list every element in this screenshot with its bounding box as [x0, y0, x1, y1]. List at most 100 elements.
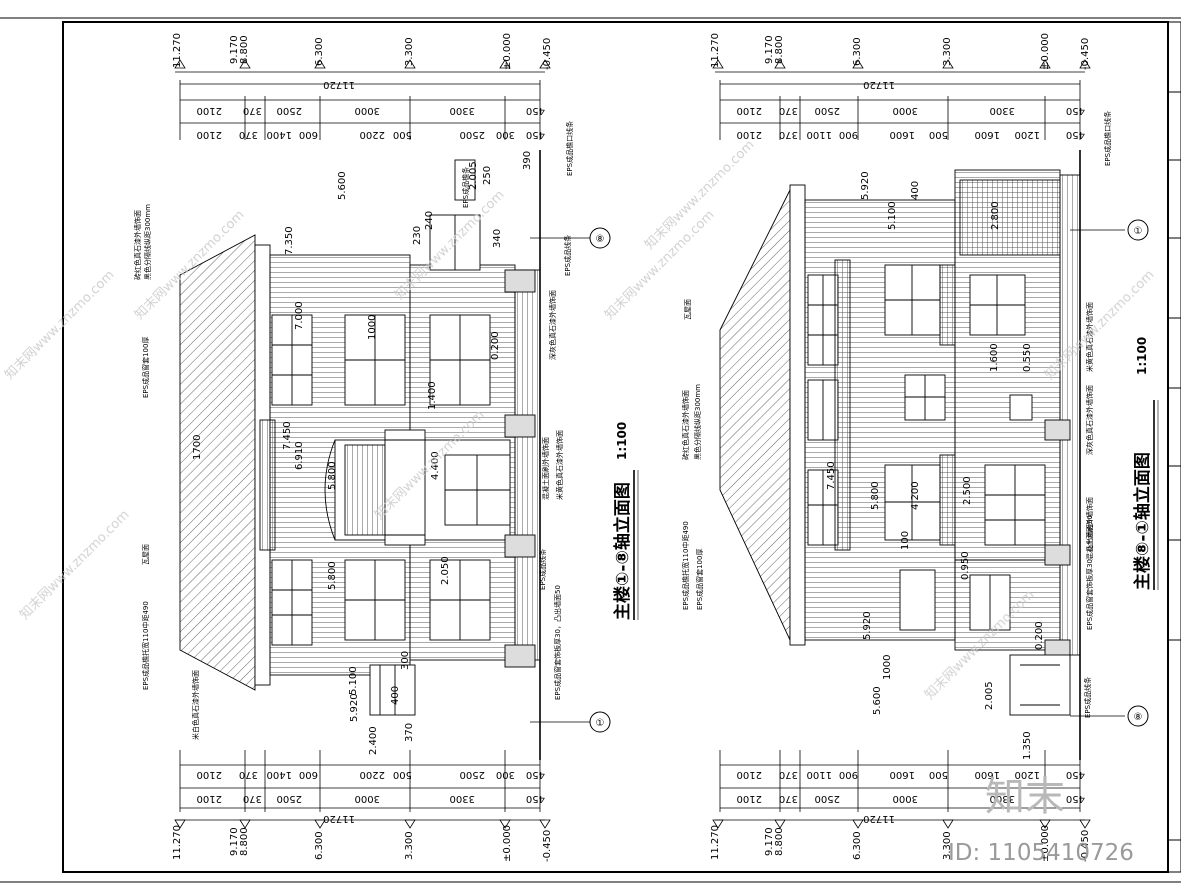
right-axis-top-label: ①	[1134, 226, 1143, 237]
svg-text:4.200: 4.200	[910, 481, 921, 510]
svg-text:2.005: 2.005	[468, 161, 479, 190]
right-title-text: 主楼⑧-①轴立面图	[1132, 452, 1153, 590]
svg-text:400: 400	[910, 181, 921, 200]
svg-text:390: 390	[522, 151, 533, 170]
svg-text:450: 450	[1066, 129, 1085, 140]
svg-text:EPS成品檐托宽110中距490: EPS成品檐托宽110中距490	[681, 521, 690, 610]
left-axis-top-label: ⑧	[596, 234, 605, 245]
right-overall-height-bottom: 11720	[863, 813, 895, 824]
svg-text:±0.000: ±0.000	[502, 825, 513, 862]
svg-text:黑色分隔线纵距300mm: 黑色分隔线纵距300mm	[693, 384, 702, 460]
svg-text:1600: 1600	[890, 129, 915, 140]
level-8800: 8.800	[239, 35, 250, 64]
svg-text:500: 500	[929, 129, 948, 140]
right-spot-dimensions: 5.920 5.100 5.800 4.200 7.450 2.800 2.50…	[826, 171, 1045, 760]
svg-text:450: 450	[1066, 105, 1085, 116]
svg-text:370: 370	[404, 723, 415, 742]
svg-text:100: 100	[900, 531, 911, 550]
svg-text:11.270: 11.270	[710, 825, 721, 860]
left-dimension-lines-top	[179, 80, 541, 140]
right-axis-bottom-label: ⑧	[1134, 712, 1143, 723]
left-scale-text: 1:100	[615, 422, 629, 460]
svg-text:2.050: 2.050	[440, 556, 451, 585]
svg-text:1100: 1100	[807, 769, 832, 780]
svg-text:EPS成品窗套饰板厚30，凸出墙面50: EPS成品窗套饰板厚30，凸出墙面50	[1085, 515, 1094, 630]
svg-text:0.950: 0.950	[960, 551, 971, 580]
right-storey-dims-bottom: 2100 370 2500 3000 3300 450	[737, 793, 1085, 804]
svg-text:5.800: 5.800	[327, 561, 338, 590]
svg-text:230: 230	[412, 226, 423, 245]
svg-text:1000: 1000	[367, 315, 378, 340]
svg-text:米黄色真石漆外墙饰面: 米黄色真石漆外墙饰面	[555, 430, 564, 500]
svg-text:900: 900	[839, 769, 858, 780]
svg-text:370: 370	[243, 105, 262, 116]
level-0000: ±0.000	[502, 33, 513, 70]
left-drawing-title: 主楼①-⑧轴立面图 1:100	[612, 422, 639, 620]
left-overall-height-bottom: 11720	[323, 813, 355, 824]
svg-text:1700: 1700	[192, 435, 203, 460]
svg-text:300: 300	[496, 129, 515, 140]
svg-text:砖红色真石漆外墙饰面: 砖红色真石漆外墙饰面	[681, 390, 690, 460]
svg-text:深灰色真石漆外墙饰面: 深灰色真石漆外墙饰面	[548, 290, 557, 360]
left-title-text: 主楼①-⑧轴立面图	[612, 482, 633, 620]
svg-text:1400: 1400	[267, 769, 292, 780]
svg-text:5.600: 5.600	[337, 171, 348, 200]
svg-text:250: 250	[482, 166, 493, 185]
svg-text:混凝土面刷外墙饰面: 混凝土面刷外墙饰面	[541, 437, 550, 500]
right-level-labels-bottom: 11.270 9.170 8.800 6.300 3.300 ±0.000 -0…	[710, 825, 1091, 862]
svg-text:2100: 2100	[197, 105, 222, 116]
svg-text:2500: 2500	[277, 105, 302, 116]
svg-text:1200: 1200	[1015, 769, 1040, 780]
svg-text:3000: 3000	[893, 793, 918, 804]
right-detail-dims-bottom: 2100 370 1100 900 1600 500 1600 1200 450	[737, 769, 1085, 780]
level-neg0450: -0.450	[542, 38, 553, 70]
svg-text:5.800: 5.800	[327, 461, 338, 490]
right-detail-dims-top: 2100 370 1100 900 1600 500 1600 1200 450	[737, 129, 1085, 140]
svg-text:370: 370	[239, 129, 258, 140]
svg-text:±0.000: ±0.000	[1040, 825, 1051, 862]
svg-text:EPS成品线条: EPS成品线条	[538, 549, 547, 590]
svg-text:370: 370	[779, 793, 798, 804]
svg-text:300: 300	[400, 651, 411, 670]
svg-text:500: 500	[393, 129, 412, 140]
svg-text:900: 900	[839, 129, 858, 140]
svg-text:混凝土面刷外墙饰面: 混凝土面刷外墙饰面	[1085, 497, 1094, 560]
left-dimension-lines-bottom	[174, 750, 551, 829]
svg-text:8.800: 8.800	[774, 827, 785, 856]
svg-text:EPS成品线条: EPS成品线条	[1083, 677, 1092, 718]
svg-text:370: 370	[239, 769, 258, 780]
svg-text:3300: 3300	[990, 793, 1015, 804]
svg-text:2100: 2100	[197, 769, 222, 780]
svg-text:2.400: 2.400	[368, 726, 379, 755]
level-11270: 11.270	[172, 33, 183, 68]
svg-text:8.800: 8.800	[239, 827, 250, 856]
svg-text:340: 340	[492, 229, 503, 248]
svg-text:2100: 2100	[737, 769, 762, 780]
left-roof	[179, 234, 256, 691]
left-level-labels-top: 11.270 9.170 8.800 6.300 3.300 ±0.000 -0…	[172, 33, 553, 70]
right-dimension-lines-bottom	[712, 750, 1091, 829]
svg-text:450: 450	[526, 129, 545, 140]
svg-text:2500: 2500	[815, 793, 840, 804]
left-detail-dims-bottom: 2100 370 1400 600 2200 500 2500 300 450	[197, 769, 545, 780]
svg-text:3300: 3300	[990, 105, 1015, 116]
left-axis-bottom-label: ①	[596, 718, 605, 729]
right-roof	[719, 189, 791, 641]
svg-text:0.200: 0.200	[490, 331, 501, 360]
svg-text:米黄色真石漆外墙饰面: 米黄色真石漆外墙饰面	[1085, 302, 1094, 372]
svg-text:450: 450	[526, 769, 545, 780]
svg-text:2100: 2100	[197, 129, 222, 140]
svg-text:3000: 3000	[355, 793, 380, 804]
svg-text:9.170: 9.170	[764, 827, 775, 856]
svg-text:2200: 2200	[360, 769, 385, 780]
right-level-labels-top: 11.270 9.170 8.800 6.300 3.300 ±0.000 -0…	[710, 33, 1091, 70]
svg-text:1100: 1100	[807, 129, 832, 140]
svg-text:瓦屋面: 瓦屋面	[684, 299, 692, 320]
svg-text:5.920: 5.920	[862, 611, 873, 640]
svg-text:深灰色真石漆外墙饰面: 深灰色真石漆外墙饰面	[1085, 385, 1094, 455]
left-level-labels-bottom: 11.270 9.170 8.800 6.300 3.300 ±0.000 -0…	[172, 825, 553, 862]
right-elevation: 11.270 9.170 8.800 6.300 3.300 ±0.000 -0…	[681, 33, 1159, 862]
svg-text:5.600: 5.600	[872, 686, 883, 715]
svg-text:1200: 1200	[1015, 129, 1040, 140]
svg-text:米白色真石漆外墙饰面: 米白色真石漆外墙饰面	[191, 670, 200, 740]
